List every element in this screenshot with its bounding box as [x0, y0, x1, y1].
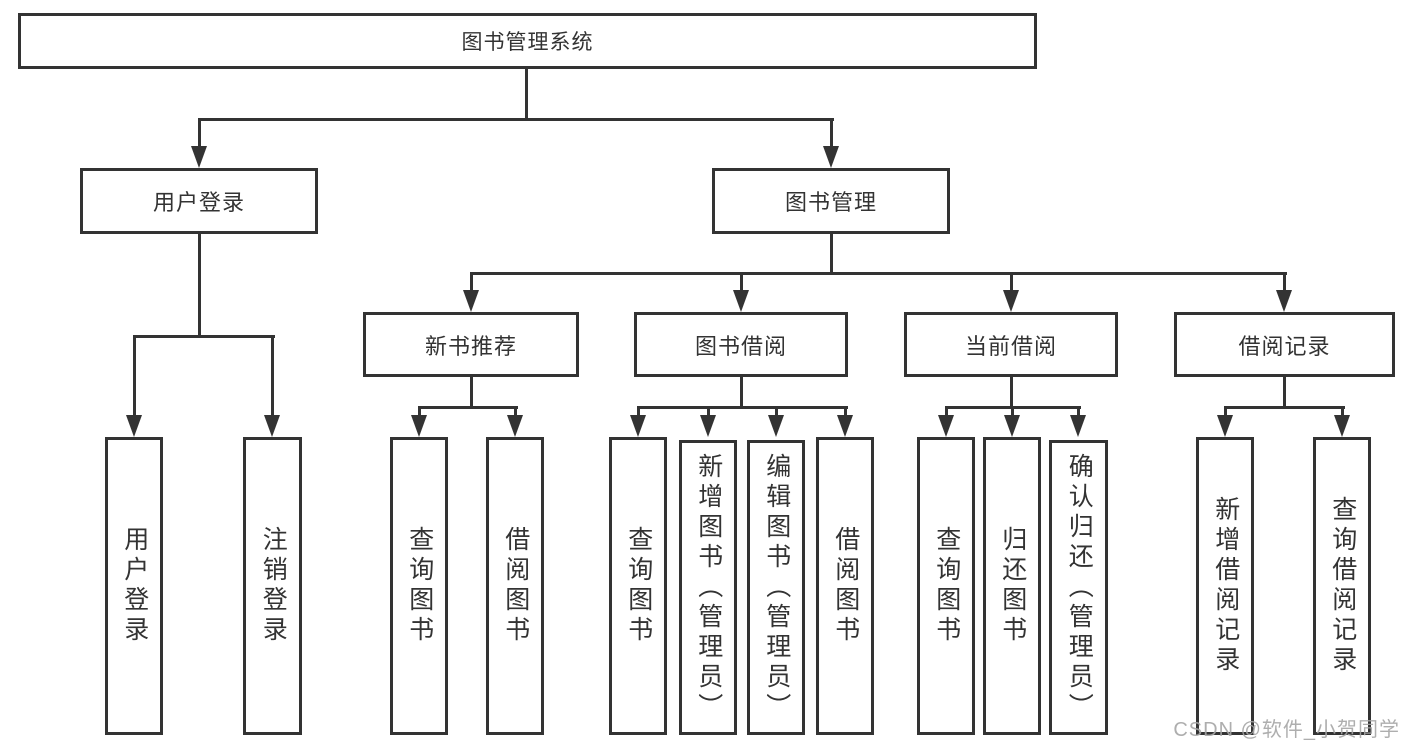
- node-new-book-recommend: 新书推荐: [363, 312, 579, 377]
- node-user-login: 用户登录: [80, 168, 318, 234]
- connector-line: [637, 406, 640, 417]
- arrowhead-down-icon: [507, 415, 523, 437]
- arrowhead-down-icon: [768, 415, 784, 437]
- arrowhead-down-icon: [1070, 415, 1086, 437]
- connector-line: [418, 406, 518, 409]
- leaf-query-books-3: 查询图书: [917, 437, 975, 735]
- arrowhead-down-icon: [264, 415, 280, 437]
- connector-line: [1010, 377, 1013, 406]
- connector-line: [830, 234, 833, 272]
- leaf-edit-books-admin: 编辑图书（管理员）: [747, 440, 805, 735]
- arrowhead-down-icon: [1276, 290, 1292, 312]
- arrowhead-down-icon: [823, 146, 839, 168]
- arrowhead-down-icon: [411, 415, 427, 437]
- leaf-query-books-1: 查询图书: [390, 437, 448, 735]
- connector-line: [198, 234, 201, 335]
- connector-line: [1010, 272, 1013, 292]
- arrowhead-down-icon: [1217, 415, 1233, 437]
- leaf-borrow-books-2: 借阅图书: [816, 437, 874, 735]
- connector-line: [945, 406, 948, 417]
- connector-line: [1077, 406, 1080, 417]
- connector-line: [740, 377, 743, 406]
- arrowhead-down-icon: [733, 290, 749, 312]
- watermark: CSDN @软件_小贺同学: [1173, 719, 1400, 741]
- connector-line: [198, 118, 834, 121]
- leaf-borrow-books-1: 借阅图书: [486, 437, 544, 735]
- connector-line: [133, 335, 136, 417]
- connector-line: [418, 406, 421, 417]
- connector-line: [740, 272, 743, 292]
- connector-line: [271, 335, 274, 417]
- connector-line: [470, 272, 473, 292]
- connector-line: [1283, 377, 1286, 406]
- node-root-library-system: 图书管理系统: [18, 13, 1037, 69]
- leaf-logout: 注销登录: [243, 437, 302, 735]
- leaf-add-books-admin: 新增图书（管理员）: [679, 440, 737, 735]
- connector-line: [1224, 406, 1345, 409]
- connector-line: [707, 406, 710, 417]
- arrowhead-down-icon: [463, 290, 479, 312]
- connector-line: [470, 272, 1287, 275]
- arrowhead-down-icon: [1334, 415, 1350, 437]
- connector-line: [525, 69, 528, 118]
- arrowhead-down-icon: [630, 415, 646, 437]
- node-current-borrowing: 当前借阅: [904, 312, 1118, 377]
- arrowhead-down-icon: [938, 415, 954, 437]
- connector-line: [1224, 406, 1227, 417]
- arrowhead-down-icon: [126, 415, 142, 437]
- leaf-confirm-return-admin: 确认归还（管理员）: [1049, 440, 1108, 735]
- arrowhead-down-icon: [191, 146, 207, 168]
- connector-line: [133, 335, 275, 338]
- connector-line: [470, 377, 473, 406]
- leaf-return-books: 归还图书: [983, 437, 1041, 735]
- connector-line: [1283, 272, 1286, 292]
- leaf-add-borrow-record: 新增借阅记录: [1196, 437, 1254, 735]
- connector-line: [198, 118, 201, 148]
- node-borrowing-records: 借阅记录: [1174, 312, 1395, 377]
- leaf-query-books-2: 查询图书: [609, 437, 667, 735]
- arrowhead-down-icon: [1003, 290, 1019, 312]
- node-book-borrowing: 图书借阅: [634, 312, 848, 377]
- connector-line: [1341, 406, 1344, 417]
- connector-line: [637, 406, 848, 409]
- connector-line: [830, 118, 833, 148]
- node-book-management: 图书管理: [712, 168, 950, 234]
- connector-line: [514, 406, 517, 417]
- connector-line: [1011, 406, 1014, 417]
- arrowhead-down-icon: [700, 415, 716, 437]
- connector-line: [775, 406, 778, 417]
- connector-line: [844, 406, 847, 417]
- leaf-query-borrow-record: 查询借阅记录: [1313, 437, 1371, 735]
- leaf-user-login: 用户登录: [105, 437, 163, 735]
- arrowhead-down-icon: [837, 415, 853, 437]
- arrowhead-down-icon: [1004, 415, 1020, 437]
